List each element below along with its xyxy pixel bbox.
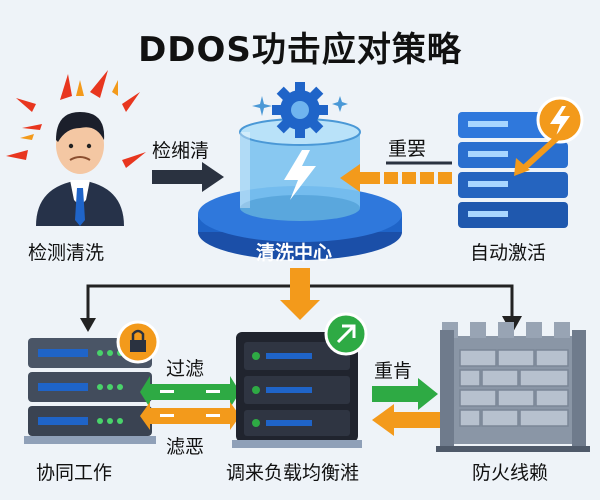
load-balancer-icon	[232, 312, 368, 448]
cleaning-center-icon	[198, 82, 402, 260]
server-stack-icon	[458, 96, 584, 228]
firewall-icon	[436, 322, 590, 452]
lb-firewall-arrows	[372, 378, 440, 436]
label-firewall: 防火线赖	[472, 462, 549, 484]
label-auto-activate: 自动激活	[470, 242, 547, 264]
collab-server-icon	[24, 320, 160, 444]
connectors	[80, 268, 522, 334]
arrow-label-from-activate: 重罢	[388, 138, 427, 160]
filter-arrows	[140, 376, 240, 430]
arrow-label-filter-top: 过滤	[166, 358, 205, 380]
label-load-balancer: 调来负载均衡溎	[226, 462, 360, 484]
arrow-to-center	[152, 162, 224, 192]
label-detect-clean: 检测清洗	[28, 242, 105, 264]
arrow-center-down	[280, 300, 320, 320]
page-title: DDOS功击应对策略	[138, 30, 462, 70]
arrow-label-to-firewall: 重肯	[374, 360, 413, 382]
label-cleaning-center: 清洗中心	[256, 242, 333, 264]
person-icon	[6, 70, 146, 226]
label-collab-work: 协同工作	[36, 462, 113, 484]
arrow-label-filter-bottom: 滤恶	[166, 436, 205, 458]
arrow-label-to-center: 检缃清	[152, 140, 210, 162]
arrow-from-activate	[340, 161, 452, 192]
